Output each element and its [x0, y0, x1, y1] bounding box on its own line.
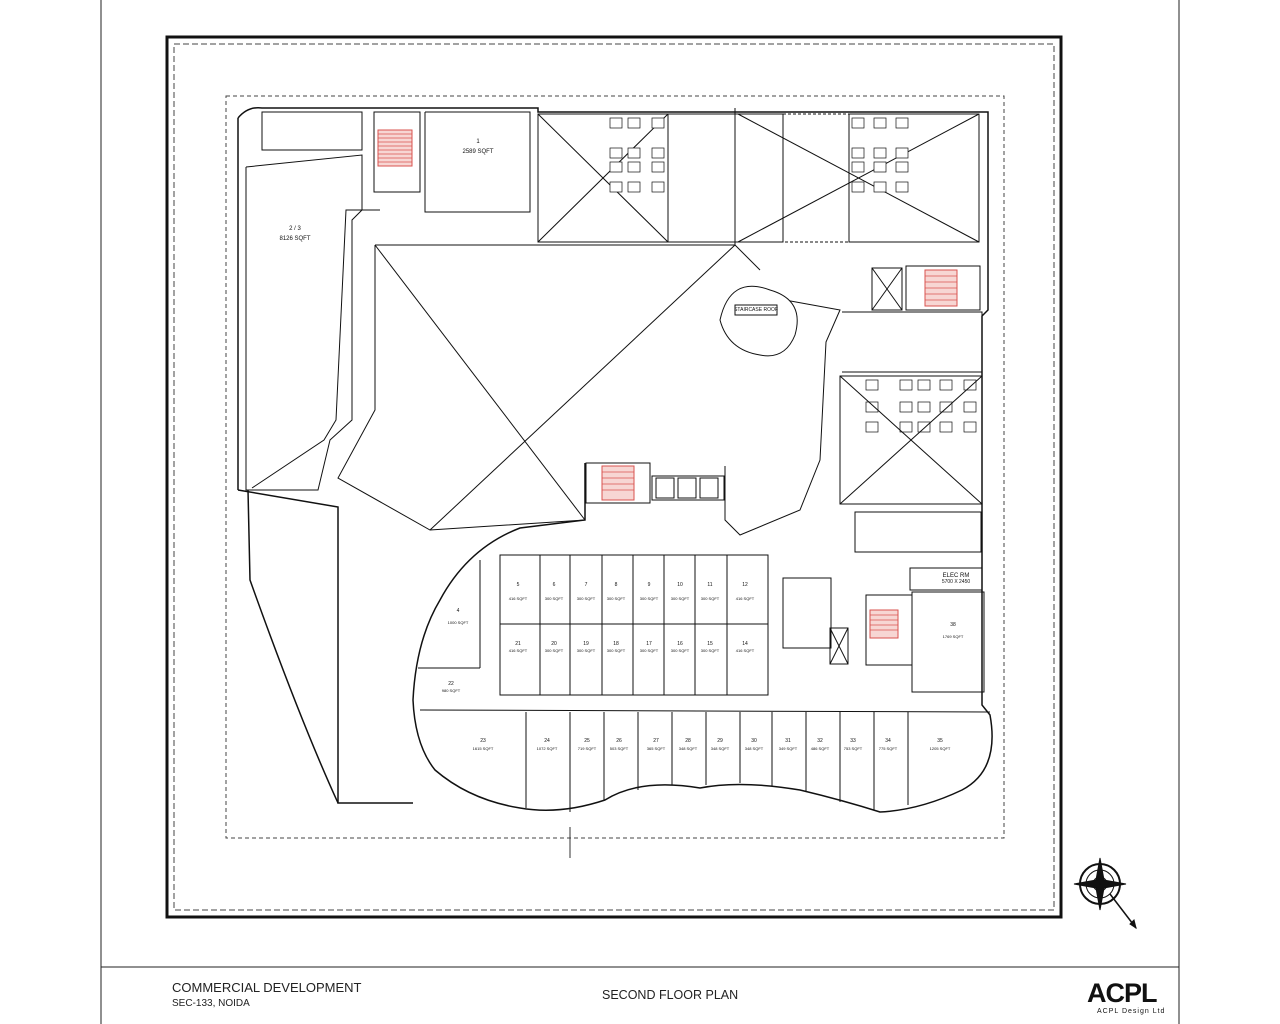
unit-11-area: 300 SQFT: [701, 596, 720, 601]
unit-15-area: 300 SQFT: [701, 648, 720, 653]
unit-27-area: 365 SQFT: [647, 746, 666, 751]
project-location: SEC-133, NOIDA: [172, 998, 250, 1009]
unit-7-area: 300 SQFT: [577, 596, 596, 601]
elec-rm-size: 5700 X 2450: [942, 579, 971, 585]
central-core: [585, 462, 725, 504]
unit-10-no: 10: [677, 582, 683, 588]
unit-38-no: 38: [950, 622, 956, 628]
unit-16-area: 300 SQFT: [671, 648, 690, 653]
elec-rm-label: ELEC RM: [943, 573, 970, 579]
unit-22-area: 980 SQFT: [442, 688, 461, 693]
unit-21-no: 21: [515, 641, 521, 647]
unit-7-no: 7: [585, 582, 588, 588]
unit-12-area: 416 SQFT: [736, 596, 755, 601]
workstations: [609, 117, 977, 433]
unit-4-no: 4: [457, 608, 460, 614]
unit-34-no: 34: [885, 738, 891, 744]
unit-10-area: 300 SQFT: [671, 596, 690, 601]
unit-4-area: 1000 SQFT: [448, 620, 469, 625]
unit-32-area: 486 SQFT: [811, 746, 830, 751]
unit-12-no: 12: [742, 582, 748, 588]
unit-29-no: 29: [717, 738, 723, 744]
unit-1-area: 2589 SQFT: [462, 149, 493, 155]
unit-35-area: 1205 SQFT: [930, 746, 951, 751]
unit-17-no: 17: [646, 641, 652, 647]
unit-23a-area: 8126 SQFT: [279, 236, 310, 242]
unit-1-no: 1: [476, 139, 480, 145]
unit-5-area: 416 SQFT: [509, 596, 528, 601]
unit-19-no: 19: [583, 641, 589, 647]
unit-33-no: 33: [850, 738, 856, 744]
unit-23-area: 1615 SQFT: [473, 746, 494, 751]
unit-23-no: 23: [480, 738, 486, 744]
unit-31-area: 349 SQFT: [779, 746, 798, 751]
left-wing: [245, 108, 841, 536]
unit-25-area: 719 SQFT: [578, 746, 597, 751]
unit-6-no: 6: [553, 582, 556, 588]
unit-25-no: 25: [584, 738, 590, 744]
staircase-roof-label: STAIRCASE ROOF: [734, 307, 778, 313]
unit-28-area: 348 SQFT: [679, 746, 698, 751]
unit-24-area: 1072 SQFT: [537, 746, 558, 751]
unit-29-area: 348 SQFT: [711, 746, 730, 751]
unit-24-no: 24: [544, 738, 550, 744]
unit-14-no: 14: [742, 641, 748, 647]
unit-22-no: 22: [448, 681, 454, 687]
sheet-title: SECOND FLOOR PLAN: [602, 988, 739, 1002]
shop-grid: [418, 554, 769, 696]
unit-8-area: 300 SQFT: [607, 596, 626, 601]
company-logo-subtitle: ACPL Design Ltd: [1097, 1008, 1166, 1015]
unit-17-area: 300 SQFT: [640, 648, 659, 653]
unit-20-no: 20: [551, 641, 557, 647]
unit-30-area: 348 SQFT: [745, 746, 764, 751]
top-units: [261, 111, 980, 243]
unit-9-no: 9: [648, 582, 651, 588]
unit-20-area: 300 SQFT: [545, 648, 564, 653]
unit-23a-no: 2 / 3: [289, 226, 301, 232]
unit-6-area: 300 SQFT: [545, 596, 564, 601]
unit-38-area: 1769 SQFT: [943, 634, 964, 639]
unit-8-no: 8: [615, 582, 618, 588]
unit-14-area: 416 SQFT: [736, 648, 755, 653]
unit-32-no: 32: [817, 738, 823, 744]
unit-16-no: 16: [677, 641, 683, 647]
unit-33-area: 753 SQFT: [844, 746, 863, 751]
unit-21-area: 416 SQFT: [509, 648, 528, 653]
site-boundary: [165, 35, 1063, 919]
unit-28-no: 28: [685, 738, 691, 744]
unit-18-area: 300 SQFT: [607, 648, 626, 653]
sheet-frame: [100, 0, 1180, 1024]
bottom-units: [419, 709, 991, 812]
unit-26-no: 26: [616, 738, 622, 744]
unit-11-no: 11: [707, 582, 712, 588]
unit-row-labels: 5 416 SQFT 6 300 SQFT 7 300 SQFT 8 300 SQFT 9 300…: [473, 582, 951, 751]
unit-18-no: 18: [613, 641, 619, 647]
unit-35-no: 35: [937, 738, 943, 744]
unit-34-area: 775 SQFT: [879, 746, 898, 751]
unit-26-area: 503 SQFT: [610, 746, 629, 751]
unit-30-no: 30: [751, 738, 757, 744]
plan-labels: 1 2589 SQFT 2 / 3 8126 SQFT 4 1000 SQFT …: [279, 139, 970, 693]
project-title: COMMERCIAL DEVELOPMENT: [172, 980, 362, 995]
unit-9-area: 300 SQFT: [640, 596, 659, 601]
building-outline: [237, 106, 993, 813]
right-block: [782, 265, 985, 693]
unit-27-no: 27: [653, 738, 659, 744]
company-logo: ACPL: [1087, 978, 1157, 1008]
unit-15-no: 15: [707, 641, 713, 647]
unit-31-no: 31: [785, 738, 791, 744]
unit-5-no: 5: [517, 582, 520, 588]
unit-19-area: 300 SQFT: [577, 648, 596, 653]
north-arrow-icon: [1073, 857, 1137, 930]
